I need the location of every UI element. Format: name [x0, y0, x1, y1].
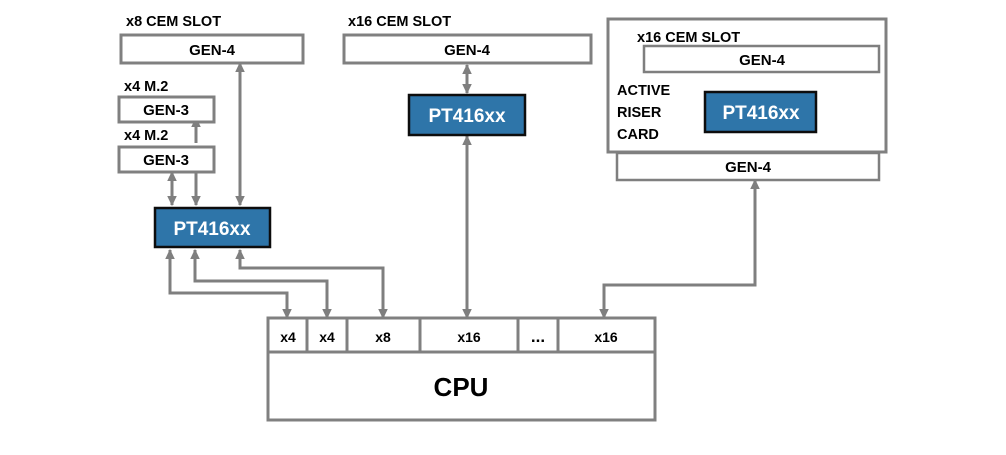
cpu-port-5: x16	[594, 329, 618, 345]
riser-slot-gen-label: GEN-4	[739, 52, 786, 69]
x8-cem-slot-gen-box	[119, 33, 305, 65]
x16-cem-slot-gen-box	[342, 33, 593, 65]
switch-middle-label: PT416xx	[428, 106, 506, 127]
switch-riser	[703, 90, 818, 134]
switch-left	[153, 206, 272, 249]
cpu-port-1: x4	[319, 329, 335, 345]
switch-riser-label: PT416xx	[722, 103, 800, 124]
connector-switch-to-cpu-x8	[235, 248, 388, 320]
connector-riser-to-cpu-x16	[599, 178, 760, 320]
cpu-label: CPU	[434, 372, 489, 402]
m2-upper-gen-box	[117, 95, 216, 124]
switch-middle	[407, 93, 527, 137]
riser-downstream-gen-label: GEN-4	[725, 159, 772, 176]
cpu-port-3: x16	[457, 329, 481, 345]
connector-switch-to-cpu-x4a	[165, 248, 292, 320]
riser-card-line-3: CARD	[617, 127, 659, 143]
x16-cem-slot-gen-label: GEN-4	[444, 42, 491, 59]
x8-cem-slot-gen-label: GEN-4	[189, 42, 236, 59]
riser-card-line-1: ACTIVE	[617, 83, 671, 99]
connector-switch-to-cpu-x4b	[190, 248, 332, 320]
cpu-port-2: x8	[375, 329, 391, 345]
m2-lower-label: x4 M.2	[124, 128, 168, 144]
m2-upper-label: x4 M.2	[124, 79, 168, 95]
m2-lower-gen-box	[117, 145, 216, 174]
m2-lower-gen-label: GEN-3	[143, 152, 189, 169]
m2-upper-gen-label: GEN-3	[143, 102, 189, 119]
riser-slot-gen-box	[642, 44, 881, 74]
cpu-body	[266, 350, 657, 422]
cpu-port-0: x4	[280, 329, 296, 345]
riser-downstream-gen-box	[615, 151, 881, 182]
riser-slot-label: x16 CEM SLOT	[637, 30, 740, 46]
x16-cem-slot-label: x16 CEM SLOT	[348, 14, 451, 30]
x8-cem-slot-label: x8 CEM SLOT	[126, 14, 221, 30]
cpu-port-4: ...	[531, 327, 545, 346]
riser-card-line-2: RISER	[617, 105, 662, 121]
switch-left-label: PT416xx	[173, 219, 251, 240]
